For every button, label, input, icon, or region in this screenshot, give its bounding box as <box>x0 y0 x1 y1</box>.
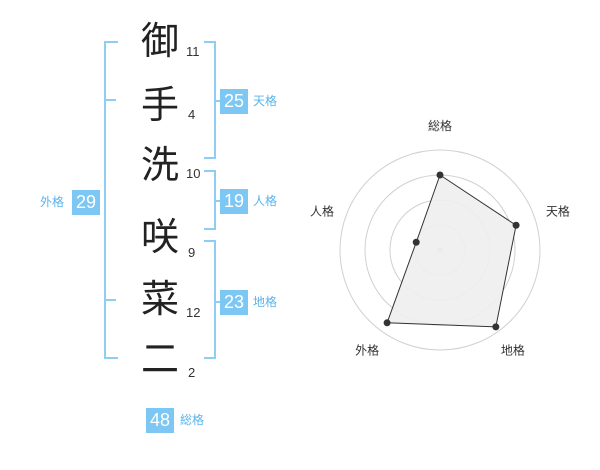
name-char-6: 二 <box>140 337 179 381</box>
stroke-count-1: 11 <box>186 44 200 59</box>
gaikaku-label: 外格 <box>40 195 65 209</box>
name-char-2: 手 <box>140 83 179 127</box>
radar-point-5 <box>412 238 420 246</box>
tenkaku-badge: 25 <box>220 89 249 114</box>
radar-axis-label-4: 外格 <box>355 342 379 357</box>
radar-point-1 <box>436 171 444 179</box>
stroke-count-4: 9 <box>188 245 196 260</box>
chikaku-label: 地格 <box>253 295 278 309</box>
radar-polygon <box>386 174 517 328</box>
name-char-3: 洗 <box>140 143 179 187</box>
gaikaku-badge: 29 <box>72 190 101 215</box>
soukaku-badge: 48 <box>146 408 175 433</box>
radar-point-2 <box>512 221 520 229</box>
radar-axis-label-1: 総格 <box>428 118 452 133</box>
stroke-count-6: 2 <box>188 365 196 380</box>
jinkaku-label: 人格 <box>253 194 278 208</box>
name-char-1: 御 <box>140 19 179 63</box>
chikaku-badge: 23 <box>220 290 249 315</box>
radar-point-4 <box>383 319 391 327</box>
radar-axis-label-2: 天格 <box>546 204 570 219</box>
stroke-count-2: 4 <box>188 107 196 122</box>
tenkaku-label: 天格 <box>253 94 278 108</box>
stroke-count-5: 12 <box>186 305 201 320</box>
radar-ring-4 <box>339 149 541 351</box>
radar-axis-label-3: 地格 <box>501 342 525 357</box>
jinkaku-badge: 19 <box>220 189 249 214</box>
soukaku-label: 総格 <box>180 413 205 427</box>
name-char-4: 咲 <box>140 215 179 259</box>
stroke-count-3: 10 <box>186 166 201 181</box>
radar-points <box>383 171 520 331</box>
radar-point-3 <box>492 323 500 331</box>
radar-axis-label-5: 人格 <box>310 204 334 219</box>
name-char-5: 菜 <box>140 277 179 321</box>
